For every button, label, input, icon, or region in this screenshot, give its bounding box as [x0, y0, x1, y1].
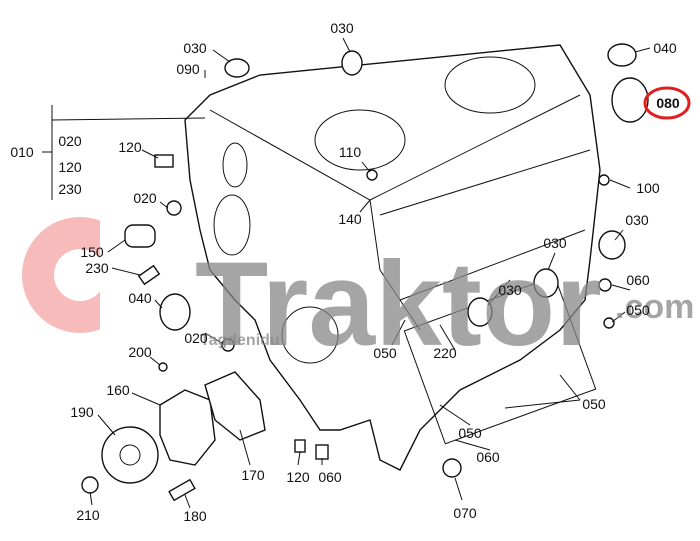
part-label[interactable]: 210 [76, 507, 100, 523]
part-label[interactable]: 060 [626, 272, 650, 288]
part-label[interactable]: 100 [636, 180, 660, 196]
part-label[interactable]: 150 [80, 244, 104, 260]
part-label[interactable]: 020 [184, 330, 208, 346]
part-label[interactable]: 090 [176, 61, 200, 77]
part-label[interactable]: 050 [626, 302, 650, 318]
part-label[interactable]: 020 [133, 190, 157, 206]
part-label[interactable]: 120 [286, 469, 310, 485]
part-label[interactable]: 030 [183, 40, 207, 56]
watermark-gear-logo [22, 210, 140, 340]
part-label[interactable]: 030 [625, 212, 649, 228]
part-label[interactable]: 040 [653, 40, 677, 56]
part-label[interactable]: 140 [338, 211, 362, 227]
part-label[interactable]: 230 [58, 181, 82, 197]
watermark-brand: Traktor [195, 237, 602, 371]
part-label[interactable]: 030 [498, 282, 522, 298]
leader-lines [42, 37, 651, 509]
part-label[interactable]: 110 [339, 144, 362, 160]
part-labels: 030 090 030 040 080 010 020 120 230 120 … [10, 20, 680, 524]
highlight-circle [643, 86, 691, 120]
watermark-suffix: .com [615, 288, 694, 326]
part-label[interactable]: 120 [58, 159, 82, 175]
part-label[interactable]: 160 [106, 382, 130, 398]
cylinder-block [184, 44, 601, 471]
part-label[interactable]: 230 [85, 260, 109, 276]
part-label[interactable]: 170 [241, 467, 265, 483]
watermark-tagline: Tagdenidu [200, 332, 280, 349]
part-label[interactable]: 030 [543, 235, 567, 251]
part-label[interactable]: 050 [458, 425, 482, 441]
part-label[interactable]: 190 [70, 404, 94, 420]
part-label[interactable]: 200 [128, 344, 152, 360]
part-label[interactable]: 180 [183, 508, 207, 524]
part-label[interactable]: 220 [433, 345, 457, 361]
parts [81, 43, 649, 502]
part-label[interactable]: 030 [330, 20, 354, 36]
part-label[interactable]: 120 [118, 139, 142, 155]
part-label[interactable]: 050 [373, 345, 397, 361]
part-label-highlighted[interactable]: 080 [656, 95, 680, 111]
part-label[interactable]: 070 [453, 505, 477, 521]
part-label[interactable]: 010 [10, 144, 34, 160]
part-label[interactable]: 050 [582, 396, 606, 412]
part-label[interactable]: 060 [476, 449, 500, 465]
part-label[interactable]: 060 [318, 469, 342, 485]
part-label[interactable]: 020 [58, 133, 82, 149]
part-label[interactable]: 040 [128, 290, 152, 306]
